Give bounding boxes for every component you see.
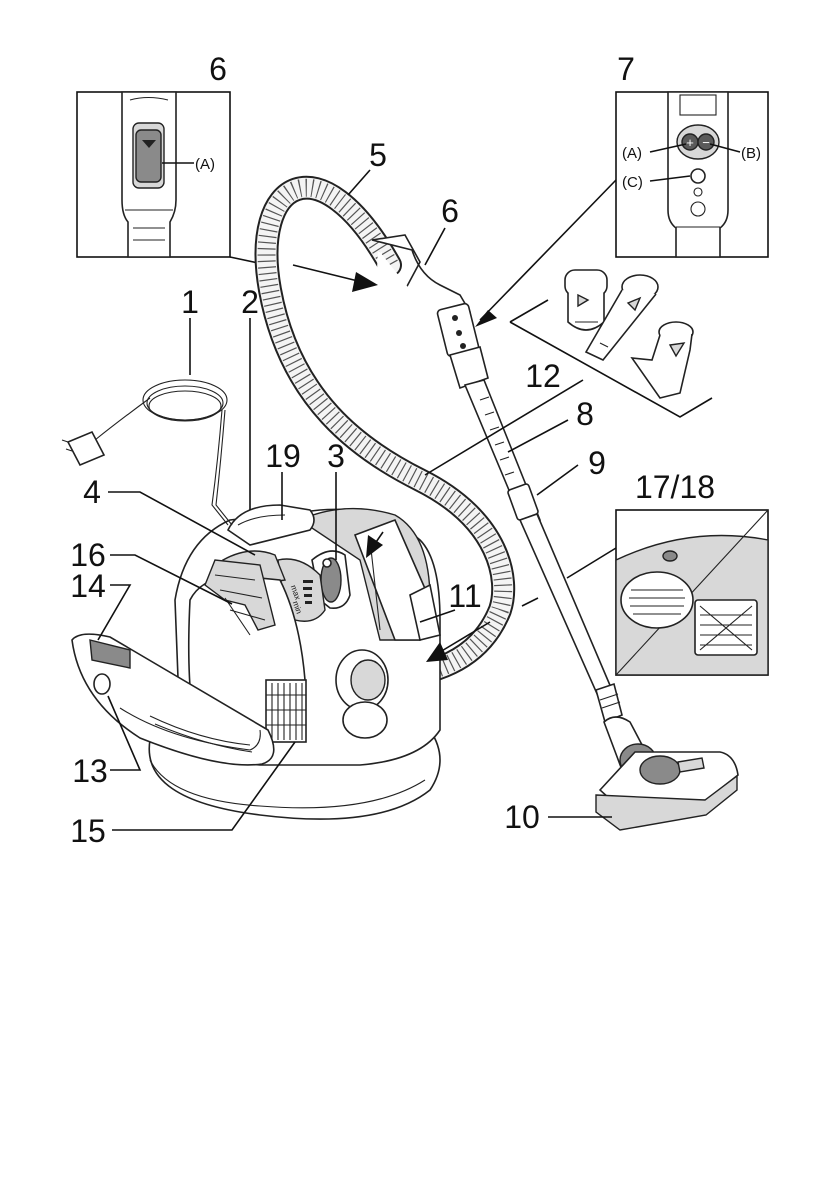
accessory-nozzles [509,269,713,418]
callout-19: 19 [265,438,301,474]
vacuum-body: max min [148,504,441,820]
front-lid [71,633,275,766]
callout-17-18: 17/18 [635,469,715,505]
callout-4: 4 [83,474,101,510]
callout-14: 14 [70,568,106,604]
inset-7-label-a: (A) [622,145,642,162]
svg-text:+: + [686,135,694,150]
telescopic-tube [463,379,623,724]
callout-7-inset: 7 [617,51,635,87]
callout-9: 9 [588,445,606,481]
callout-8: 8 [576,396,594,432]
callout-3: 3 [327,438,345,474]
hose-handle-cuff [448,346,489,390]
svg-text:−: − [702,135,710,150]
inset-7-label-b: (B) [741,145,761,162]
suction-hose [254,175,516,688]
callout-11: 11 [448,578,481,614]
dusting-brush [630,321,694,399]
callout-2: 2 [241,284,259,320]
callout-16: 16 [70,537,106,573]
floor-nozzle [595,716,739,831]
callout-10: 10 [504,799,540,835]
callout-1: 1 [181,284,199,320]
inset-7-minus-button [697,133,715,151]
inset-handle-controls: + − (A) (B) (C) 7 [475,51,769,327]
inset-7-label-c: (C) [622,174,643,191]
hose-handle [371,234,489,390]
inset-handle-slider: (A) 6 [76,51,259,264]
callout-6: 6 [441,193,459,229]
direction-arrows [292,264,491,662]
callout-13: 13 [72,753,108,789]
inset-filter-grille [620,571,694,629]
power-plug [66,430,106,467]
lid-latch [89,639,131,669]
inset-7-button-c [690,168,706,184]
parking-clip [409,583,441,641]
carry-handle [226,504,315,546]
inset-filter: 17/18 [566,469,769,676]
dust-bag-holder [204,559,276,631]
callout-numbers: 1 2 3 4 5 6 8 9 10 11 12 13 14 15 16 19 [70,137,606,849]
callout-leaders [97,169,612,831]
callout-5: 5 [369,137,387,173]
callout-15: 15 [70,813,106,849]
upholstery-nozzle [564,269,608,331]
power-cord [61,379,233,526]
inset-6-label-a: (A) [195,156,215,173]
panel-min-label: min [291,600,304,615]
motor-filter [265,679,307,743]
lid-release-button [93,673,111,695]
crevice-nozzle [584,274,659,361]
callout-6-inset: 6 [209,51,227,87]
power-icon [322,558,332,568]
inset-6-slider [135,129,162,183]
floor-nozzle-pedal [677,757,705,773]
callout-12: 12 [525,358,561,394]
